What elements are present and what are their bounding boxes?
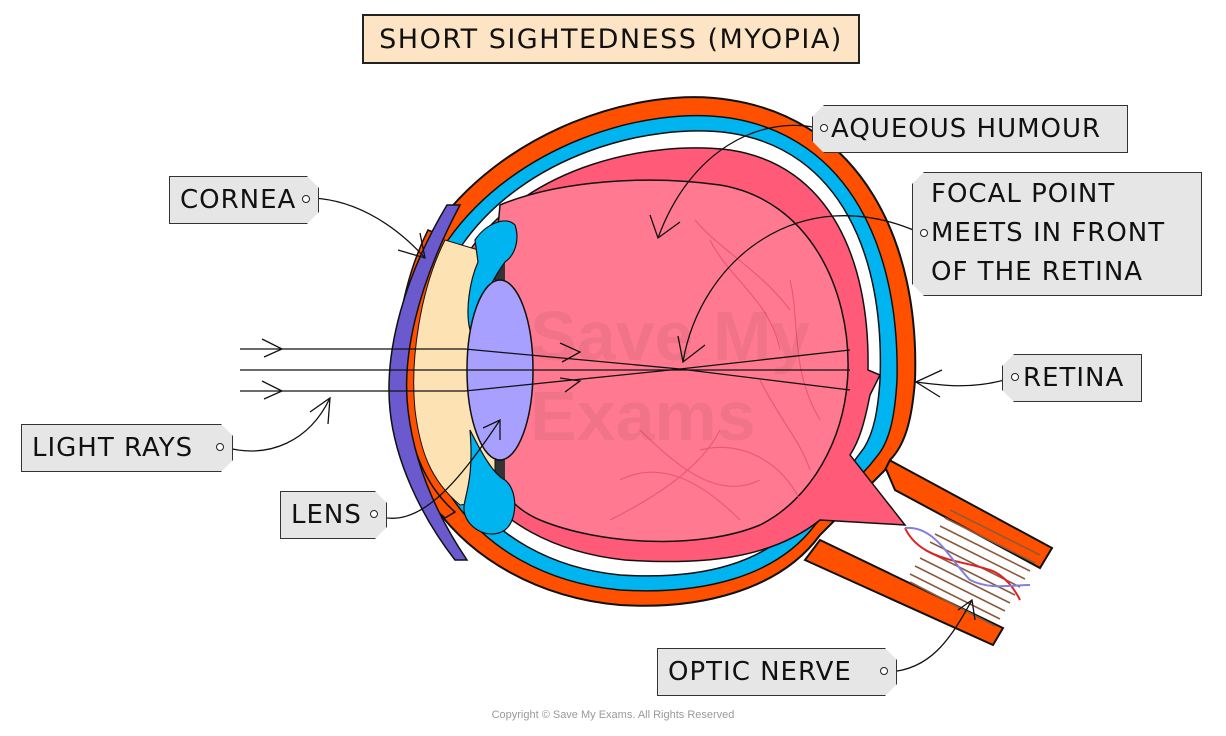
lens-pointer	[377, 419, 501, 519]
tag-hole-icon	[820, 124, 828, 132]
label-aqueous-humour: AQUEOUS HUMOUR	[812, 105, 1128, 153]
label-cornea: CORNEA	[169, 176, 319, 224]
watermark: Save My Exams	[530, 297, 810, 455]
label-text-line: OF THE RETINA	[931, 257, 1144, 287]
cornea-pointer	[311, 197, 426, 259]
copyright-notice: Copyright © Save My Exams. All Rights Re…	[491, 709, 735, 721]
tag-hole-icon	[880, 667, 888, 675]
light-ray-top	[240, 348, 851, 370]
nerve-vessel-red	[904, 527, 1021, 601]
label-retina: RETINA	[1002, 354, 1142, 402]
cornea	[388, 204, 469, 561]
blood-vessels	[609, 219, 821, 521]
label-text: CORNEA	[180, 185, 297, 215]
label-text: AQUEOUS HUMOUR	[831, 114, 1102, 144]
ray-arrowhead	[261, 380, 284, 400]
tag-hole-icon	[1011, 373, 1019, 381]
light-rays-pointer	[223, 397, 331, 452]
label-optic-nerve: OPTIC NERVE	[657, 648, 897, 696]
pointer-lines	[223, 124, 1009, 673]
tag-hole-icon	[920, 229, 928, 237]
ray-arrowhead	[559, 377, 582, 393]
label-text-line: FOCAL POINT	[931, 179, 1116, 209]
focal-pointer	[682, 215, 919, 363]
label-focal-point: FOCAL POINT MEETS IN FRONT OF THE RETINA	[912, 172, 1202, 296]
label-lens: LENS	[280, 491, 387, 539]
tag-hole-icon	[302, 195, 310, 203]
ciliary-body-bottom	[463, 429, 516, 535]
tag-hole-icon	[216, 443, 224, 451]
vitreous-humour	[494, 179, 849, 543]
nerve-vessel-blue	[904, 526, 1031, 588]
watermark-line-2: Exams	[530, 377, 756, 455]
ray-arrowhead	[559, 342, 582, 363]
light-rays	[240, 338, 851, 400]
diagram-title: SHORT SIGHTEDNESS (MYOPIA)	[362, 14, 860, 64]
aqueous-pointer	[657, 124, 819, 239]
label-text: LIGHT RAYS	[32, 433, 194, 463]
label-text: RETINA	[1023, 363, 1125, 393]
label-text: LENS	[291, 500, 362, 530]
label-text-line: MEETS IN FRONT	[931, 218, 1166, 248]
tag-hole-icon	[370, 510, 378, 518]
label-text: OPTIC NERVE	[668, 657, 852, 687]
label-light-rays: LIGHT RAYS	[21, 424, 233, 472]
optic-nerve-pointer	[887, 599, 973, 673]
watermark-line-1: Save My	[530, 297, 810, 375]
retina-pointer	[915, 378, 1009, 387]
ray-arrowhead	[261, 338, 284, 358]
